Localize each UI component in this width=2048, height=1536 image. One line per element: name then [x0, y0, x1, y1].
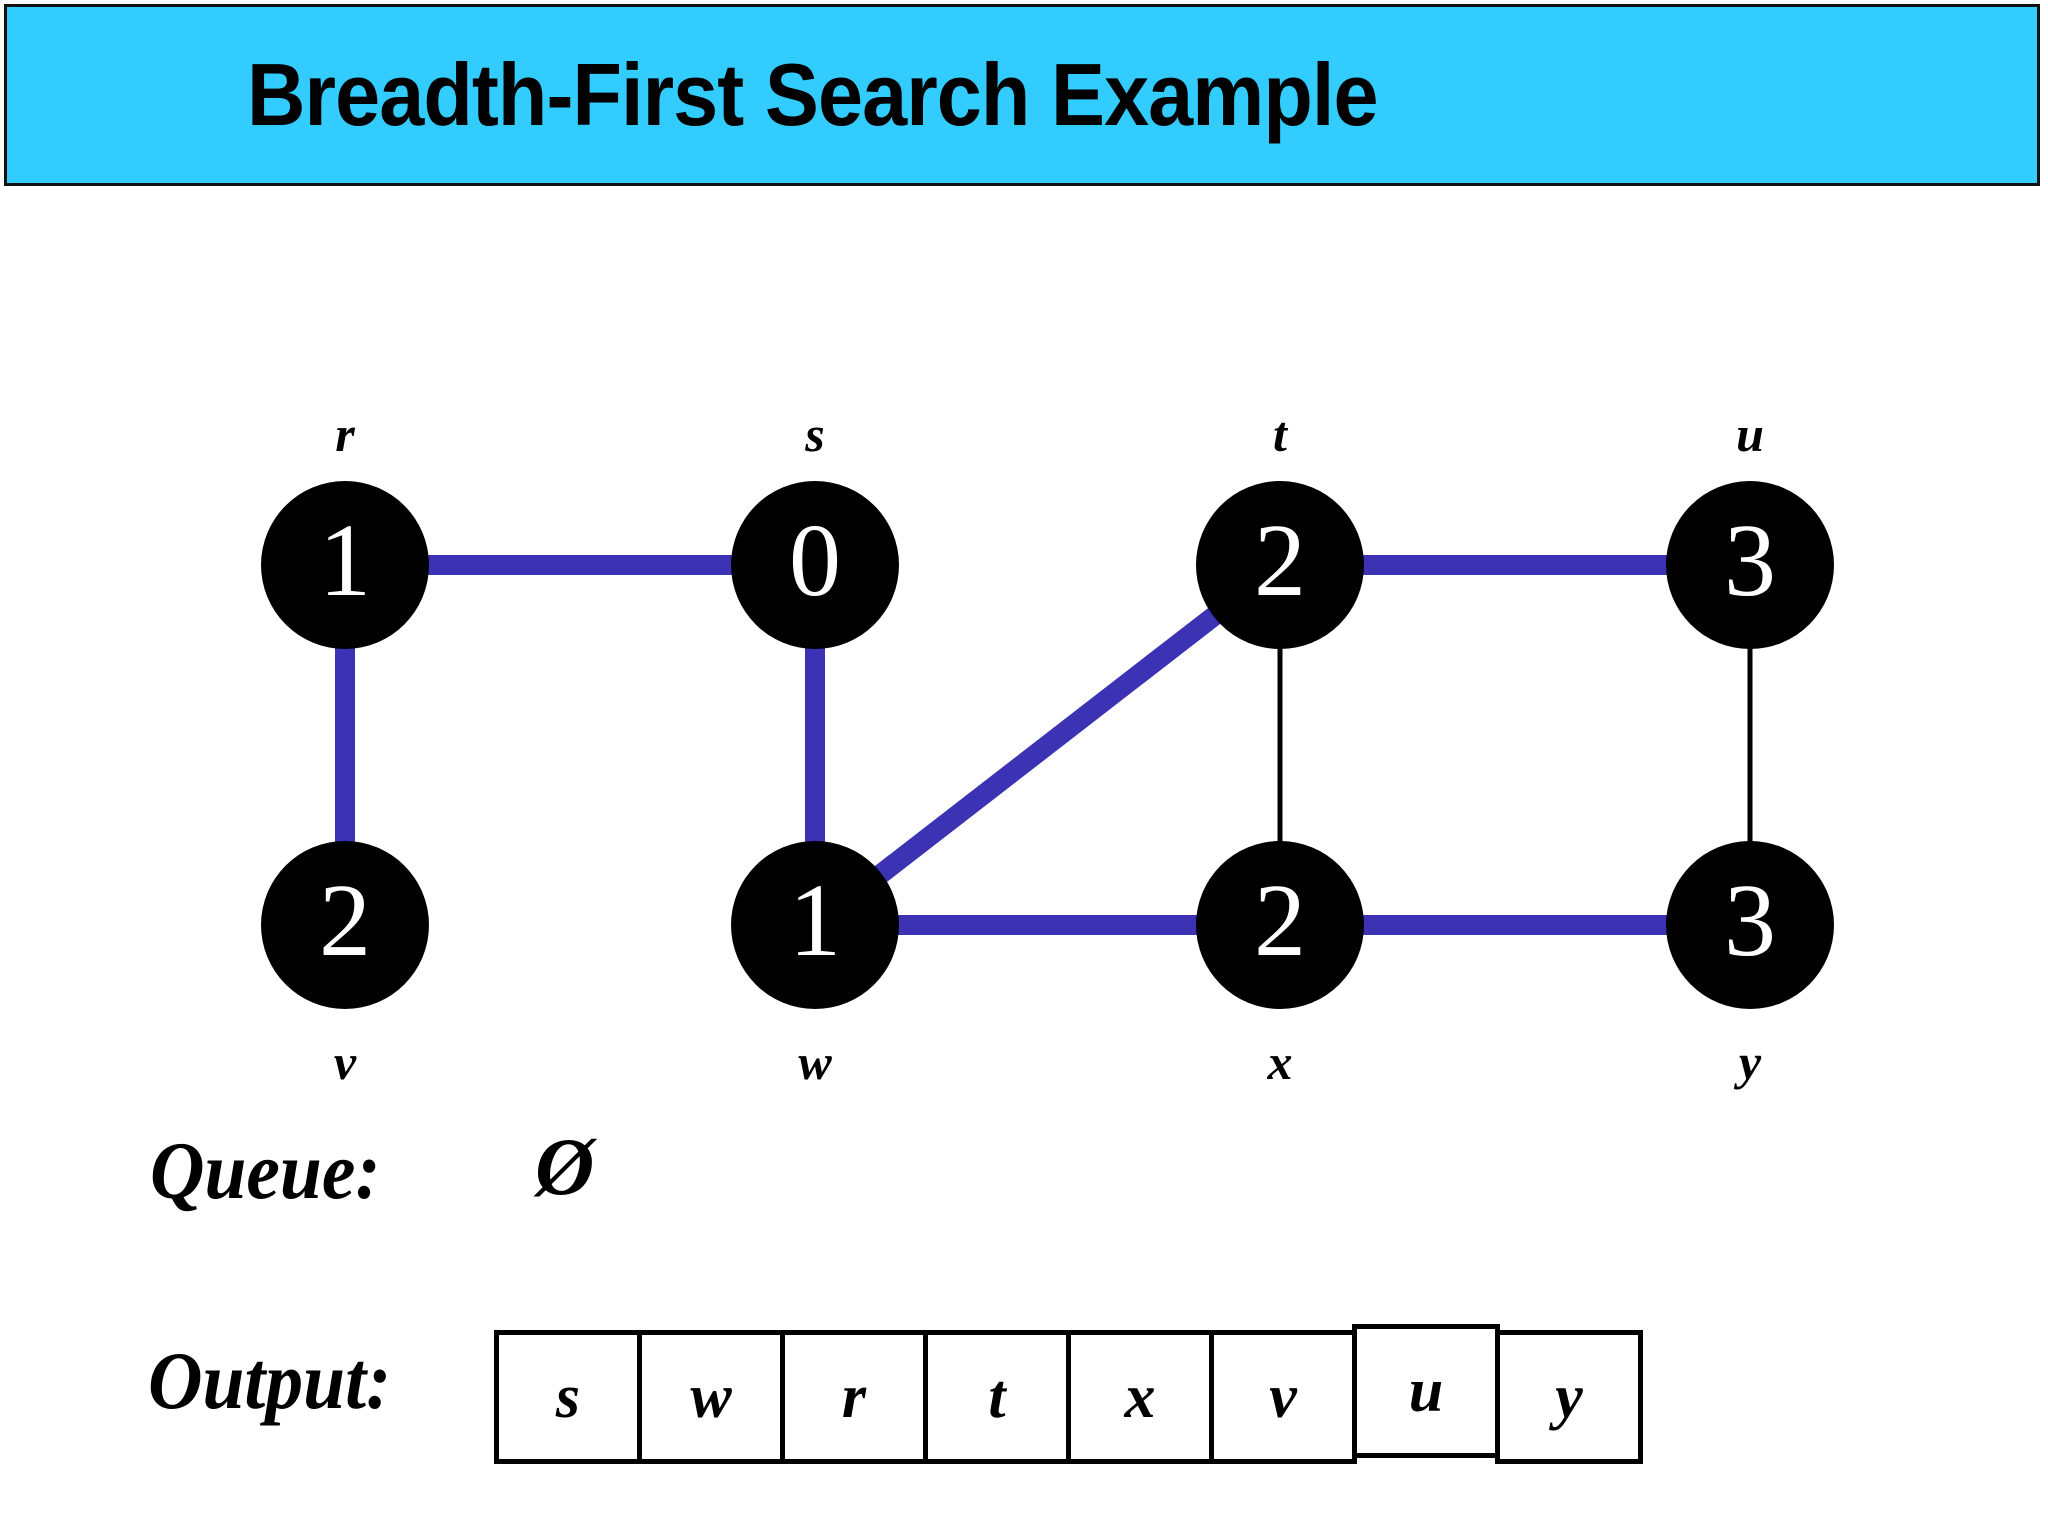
title-banner: Breadth-First Search Example — [4, 4, 2040, 186]
node-distance-x: 2 — [1254, 863, 1306, 978]
node-distance-v: 2 — [319, 863, 371, 978]
node-distance-r: 1 — [319, 503, 371, 618]
bfs-graph: 1 r 0 s 2 t 3 u 2 v 1 w 2 x 3 y — [0, 190, 2048, 1110]
node-circle-r[interactable]: 1 — [261, 481, 429, 649]
node-label-x: x — [1267, 1034, 1293, 1090]
node-label-s: s — [805, 406, 825, 462]
node-circle-t[interactable]: 2 — [1196, 481, 1364, 649]
queue-value: Ø — [535, 1121, 595, 1212]
node-label-t: t — [1273, 406, 1287, 462]
node-label-v: v — [333, 1034, 357, 1090]
output-cell: s — [494, 1330, 642, 1464]
node-circle-y[interactable]: 3 — [1666, 841, 1834, 1009]
node-circle-v[interactable]: 2 — [261, 841, 429, 1009]
output-cell: x — [1066, 1330, 1214, 1464]
node-distance-s: 0 — [789, 503, 841, 618]
node-circle-u[interactable]: 3 — [1666, 481, 1834, 649]
output-label: Output: — [148, 1335, 392, 1426]
output-cell: u — [1352, 1324, 1500, 1458]
output-cell: w — [637, 1330, 785, 1464]
output-cell: r — [780, 1330, 928, 1464]
graph-edge-w-t — [872, 606, 1223, 884]
node-distance-y: 3 — [1724, 863, 1776, 978]
node-label-r: r — [335, 406, 355, 462]
output-cell: v — [1209, 1330, 1357, 1464]
node-circle-w[interactable]: 1 — [731, 841, 899, 1009]
node-label-w: w — [798, 1034, 832, 1090]
node-circle-s[interactable]: 0 — [731, 481, 899, 649]
node-distance-w: 1 — [789, 863, 841, 978]
graph-edges-layer — [335, 555, 1753, 935]
node-label-u: u — [1736, 406, 1764, 462]
output-cell: t — [923, 1330, 1071, 1464]
node-label-y: y — [1738, 1034, 1762, 1090]
queue-row: Queue: Ø — [0, 1125, 2048, 1250]
queue-label: Queue: — [150, 1125, 381, 1216]
output-cell: y — [1495, 1330, 1643, 1464]
node-circle-x[interactable]: 2 — [1196, 841, 1364, 1009]
node-distance-t: 2 — [1254, 503, 1306, 618]
page-title: Breadth-First Search Example — [247, 45, 1378, 144]
node-distance-u: 3 — [1724, 503, 1776, 618]
